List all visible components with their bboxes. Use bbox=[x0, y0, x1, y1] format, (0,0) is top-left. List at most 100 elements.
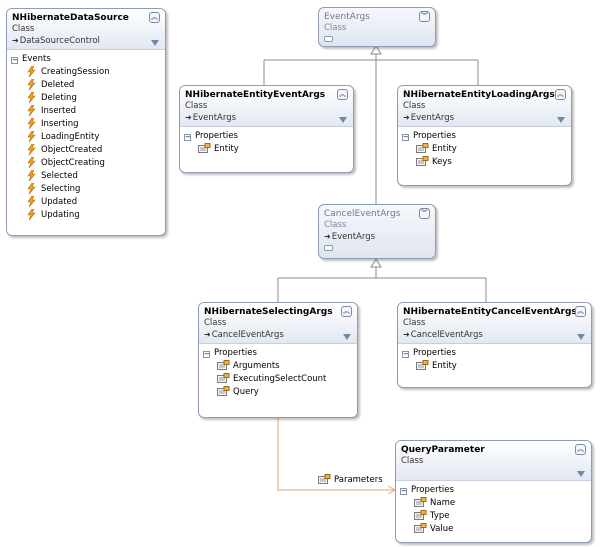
class-nhibernate-selecting-args[interactable]: NHibernateSelectingArgs Class ➜CancelEve… bbox=[198, 302, 358, 418]
filter-icon[interactable] bbox=[577, 471, 585, 477]
property-item[interactable]: Entity bbox=[180, 143, 353, 156]
event-item[interactable]: Deleting bbox=[7, 92, 165, 105]
collapse-chevron-icon[interactable]: ︽ bbox=[337, 89, 348, 100]
class-header: NHibernateSelectingArgs Class ➜CancelEve… bbox=[199, 303, 357, 343]
event-item[interactable]: Updating bbox=[7, 209, 165, 222]
expand-chevron-icon[interactable]: ︾ bbox=[419, 208, 430, 219]
collapse-minus-icon[interactable]: − bbox=[402, 350, 409, 358]
event-item-label: LoadingEntity bbox=[41, 132, 100, 142]
filter-icon[interactable] bbox=[339, 117, 347, 123]
class-nhibernate-entity-cancel-event-args[interactable]: NHibernateEntityCancelEventArgs Class ➜C… bbox=[397, 302, 592, 388]
property-item[interactable]: Query bbox=[199, 386, 357, 399]
association-line bbox=[277, 418, 395, 491]
class-members-placeholder bbox=[324, 243, 413, 254]
compartment-header[interactable]: −Events bbox=[7, 52, 165, 66]
class-name: QueryParameter bbox=[401, 445, 485, 455]
event-item[interactable]: Updated bbox=[7, 196, 165, 209]
members-collapsed-icon bbox=[324, 35, 333, 42]
class-event-args[interactable]: EventArgs Class ︾ bbox=[318, 7, 436, 47]
collapse-minus-icon[interactable]: − bbox=[203, 350, 210, 358]
lightning-icon bbox=[25, 183, 38, 194]
class-header: NHibernateDataSource Class ➜DataSourceCo… bbox=[7, 9, 165, 49]
compartment-title: Events bbox=[22, 54, 51, 64]
compartment-header[interactable]: −Properties bbox=[396, 483, 591, 497]
property-icon bbox=[198, 143, 211, 154]
lightning-icon bbox=[25, 170, 38, 181]
compartment-header[interactable]: −Properties bbox=[199, 346, 357, 360]
lightning-icon bbox=[25, 118, 38, 129]
collapse-minus-icon[interactable]: − bbox=[402, 133, 409, 141]
properties-compartment: −Properties Entity bbox=[398, 343, 591, 377]
collapse-chevron-icon[interactable]: ︽ bbox=[341, 306, 352, 317]
filter-icon[interactable] bbox=[151, 40, 159, 46]
inherit-arrow-icon: ➜ bbox=[403, 113, 410, 122]
class-base: ➜CancelEventArgs bbox=[403, 329, 569, 341]
property-icon bbox=[414, 523, 427, 534]
class-nhibernate-entity-loading-args[interactable]: NHibernateEntityLoadingArgs Class ➜Event… bbox=[397, 85, 572, 186]
event-item-label: CreatingSession bbox=[41, 67, 110, 77]
property-icon bbox=[414, 497, 427, 508]
compartment-header[interactable]: −Properties bbox=[398, 129, 571, 143]
collapse-minus-icon[interactable]: − bbox=[184, 133, 191, 141]
event-item[interactable]: Inserted bbox=[7, 105, 165, 118]
event-item-label: Updated bbox=[41, 197, 78, 207]
collapse-chevron-icon[interactable]: ︽ bbox=[555, 89, 566, 100]
event-item[interactable]: ObjectCreating bbox=[7, 157, 165, 170]
property-item[interactable]: Value bbox=[396, 523, 591, 536]
property-icon bbox=[416, 360, 429, 371]
property-item[interactable]: Arguments bbox=[199, 360, 357, 373]
lightning-icon bbox=[25, 105, 38, 116]
association-label[interactable]: Parameters bbox=[318, 474, 383, 485]
event-item-label: Selecting bbox=[41, 184, 81, 194]
class-stereotype: Class bbox=[204, 318, 227, 328]
event-item[interactable]: Deleted bbox=[7, 79, 165, 92]
event-item[interactable]: Selected bbox=[7, 170, 165, 183]
class-base: ➜CancelEventArgs bbox=[204, 329, 335, 341]
class-nhibernate-entity-event-args[interactable]: NHibernateEntityEventArgs Class ➜EventAr… bbox=[179, 85, 354, 173]
class-stereotype: Class bbox=[324, 23, 347, 33]
class-cancel-event-args[interactable]: CancelEventArgs Class ➜EventArgs ︾ bbox=[318, 204, 436, 259]
property-item[interactable]: Entity bbox=[398, 143, 571, 156]
class-name: CancelEventArgs bbox=[324, 209, 401, 219]
property-item[interactable]: Type bbox=[396, 510, 591, 523]
lightning-icon bbox=[25, 66, 38, 77]
compartment-title: Properties bbox=[411, 485, 454, 495]
property-item-label: Entity bbox=[432, 361, 457, 371]
class-nhibernate-data-source[interactable]: NHibernateDataSource Class ➜DataSourceCo… bbox=[6, 8, 166, 236]
collapse-minus-icon[interactable]: − bbox=[400, 487, 407, 495]
property-item[interactable]: Keys bbox=[398, 156, 571, 169]
property-item[interactable]: ExecutingSelectCount bbox=[199, 373, 357, 386]
event-item-label: Updating bbox=[41, 210, 80, 220]
property-item-label: ExecutingSelectCount bbox=[233, 374, 327, 384]
class-name: NHibernateDataSource bbox=[12, 13, 129, 23]
compartment-header[interactable]: −Properties bbox=[398, 346, 591, 360]
collapse-chevron-icon[interactable]: ︽ bbox=[575, 306, 586, 317]
filter-icon[interactable] bbox=[577, 334, 585, 340]
filter-icon[interactable] bbox=[557, 117, 565, 123]
event-item[interactable]: LoadingEntity bbox=[7, 131, 165, 144]
property-item-label: Query bbox=[233, 387, 259, 397]
class-header: EventArgs Class ︾ bbox=[319, 8, 435, 46]
property-item-label: Value bbox=[430, 524, 454, 534]
inheritance-triangle bbox=[370, 258, 382, 268]
compartment-header[interactable]: −Properties bbox=[180, 129, 353, 143]
property-item-label: Name bbox=[430, 498, 456, 508]
property-item-label: Keys bbox=[432, 157, 452, 167]
event-item[interactable]: ObjectCreated bbox=[7, 144, 165, 157]
event-item[interactable]: CreatingSession bbox=[7, 66, 165, 79]
collapse-minus-icon[interactable]: − bbox=[11, 56, 18, 64]
event-item[interactable]: Selecting bbox=[7, 183, 165, 196]
expand-chevron-icon[interactable]: ︾ bbox=[419, 11, 430, 22]
property-item[interactable]: Name bbox=[396, 497, 591, 510]
event-item-label: Deleted bbox=[41, 80, 75, 90]
event-item[interactable]: Inserting bbox=[7, 118, 165, 131]
collapse-chevron-icon[interactable]: ︽ bbox=[149, 12, 160, 23]
property-item-label: Entity bbox=[214, 144, 239, 154]
filter-icon[interactable] bbox=[343, 334, 351, 340]
property-item[interactable]: Entity bbox=[398, 360, 591, 373]
collapse-chevron-icon[interactable]: ︽ bbox=[575, 444, 586, 455]
event-item-label: ObjectCreated bbox=[41, 145, 103, 155]
